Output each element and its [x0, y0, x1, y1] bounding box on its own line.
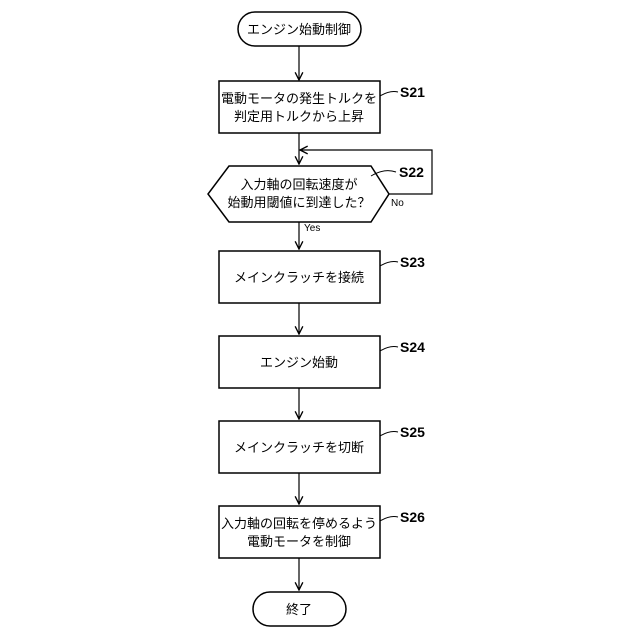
- step-label-s25: S25: [400, 424, 425, 440]
- branch-label-yes: Yes: [304, 223, 320, 234]
- leader-s23: [380, 262, 398, 267]
- leader-s24: [380, 347, 398, 352]
- leader-s26: [380, 517, 398, 522]
- end-node: 終了: [253, 592, 346, 626]
- start-node-label: エンジン始動制御: [247, 23, 351, 38]
- process-s21-line1: 電動モータの発生トルクを: [221, 92, 377, 107]
- decision-s22: 入力軸の回転速度が 始動用閾値に到達した？: [208, 166, 389, 222]
- process-s26: 入力軸の回転を停めるよう 電動モータを制御: [219, 506, 380, 558]
- step-label-s22: S22: [399, 164, 424, 180]
- process-s24-label: エンジン始動: [260, 356, 338, 371]
- step-label-s23: S23: [400, 254, 425, 270]
- step-label-s26: S26: [400, 509, 425, 525]
- end-node-label: 終了: [286, 602, 312, 618]
- process-s21: 電動モータの発生トルクを 判定用トルクから上昇: [219, 81, 380, 133]
- step-label-s24: S24: [400, 339, 425, 355]
- process-s25: メインクラッチを切断: [219, 421, 380, 473]
- decision-s22-line1: 入力軸の回転速度が: [240, 177, 357, 193]
- start-node: エンジン始動制御: [238, 12, 361, 46]
- process-s21-line2: 判定用トルクから上昇: [234, 110, 364, 125]
- leader-s21: [380, 92, 398, 97]
- process-s23-label: メインクラッチを接続: [234, 270, 364, 286]
- branch-label-no: No: [391, 198, 404, 209]
- process-s26-line2: 電動モータを制御: [247, 535, 351, 550]
- process-s26-line1: 入力軸の回転を停めるよう: [221, 516, 377, 532]
- leader-s25: [380, 432, 398, 437]
- process-s25-label: メインクラッチを切断: [234, 441, 364, 456]
- process-s24: エンジン始動: [219, 336, 380, 388]
- decision-s22-line2: 始動用閾値に到達した？: [227, 195, 370, 211]
- step-label-s21: S21: [400, 84, 425, 100]
- process-s23: メインクラッチを接続: [219, 251, 380, 303]
